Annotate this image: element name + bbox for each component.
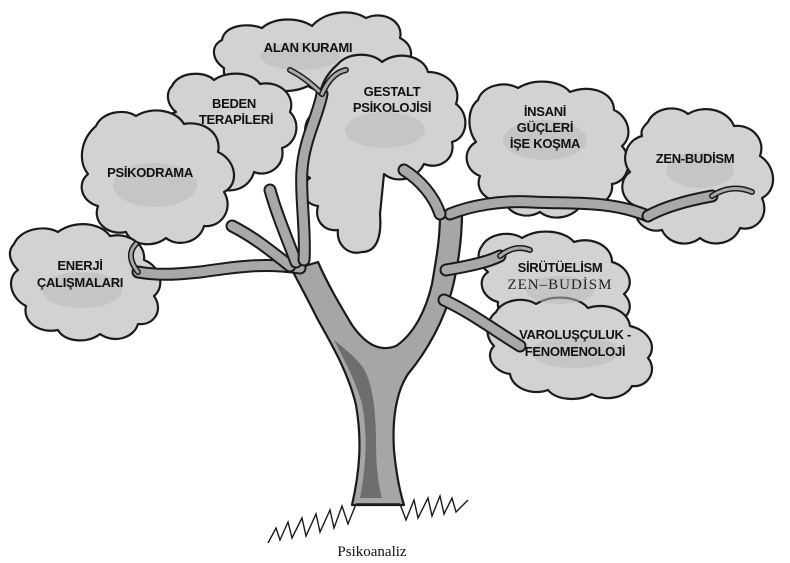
- label-insani-line3: İŞE KOŞMA: [510, 136, 581, 151]
- label-gestalt-line1: GESTALT: [364, 84, 421, 99]
- trunk-shadow: [334, 340, 382, 498]
- branches: [128, 67, 755, 353]
- label-enerji-line2: ÇALIŞMALARI: [37, 275, 123, 290]
- label-insani-line1: İNSANİ: [524, 104, 566, 119]
- label-sirutuelism: SİRÜTÜELİSM: [518, 260, 603, 275]
- label-beden-line2: TERAPİLERİ: [199, 112, 273, 127]
- label-enerji-line1: ENERJİ: [57, 258, 102, 273]
- label-zen-budism-top: ZEN-BUDİSM: [656, 151, 735, 166]
- label-beden-line1: BEDEN: [212, 96, 256, 111]
- grass: [267, 493, 469, 544]
- label-alan-kurami: ALAN KURAMI: [264, 40, 352, 55]
- foliage: [8, 11, 775, 400]
- label-insani-line2: GÜÇLERİ: [517, 120, 573, 135]
- label-root-psikoanaliz: Psikoanaliz: [337, 544, 406, 560]
- label-varolusculuk-line2: FENOMENOLOJİ: [525, 344, 625, 359]
- labels: ALAN KURAMI GESTALT PSİKOLOJİSİ BEDEN TE…: [37, 40, 735, 560]
- label-varolusculuk-line1: VAROLUŞÇULUK -: [519, 327, 631, 342]
- trunk: [290, 210, 464, 507]
- tree-trunk: [290, 210, 464, 507]
- label-gestalt-line2: PSİKOLOJİSİ: [353, 100, 431, 115]
- label-psikodrama: PSİKODRAMA: [107, 165, 194, 180]
- label-zen-budism-sub: ZEN–BUDİSM: [507, 277, 612, 293]
